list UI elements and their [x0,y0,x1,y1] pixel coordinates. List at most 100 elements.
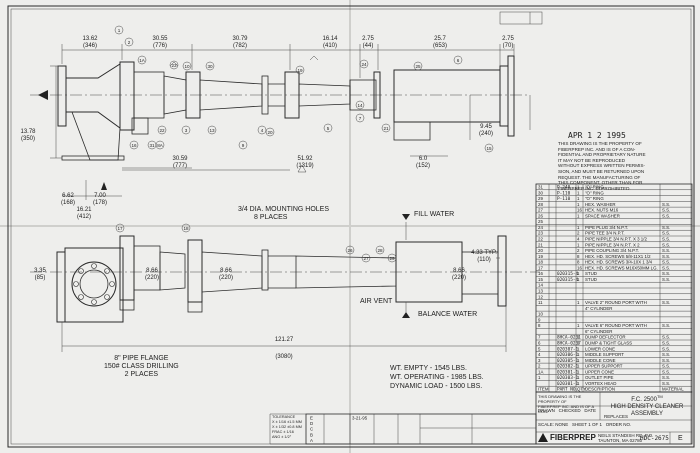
callout-balloon [355,100,365,110]
bom-row-0-col-3: 1 [577,184,580,189]
callout-balloon [453,55,463,65]
product-name: F.C. 2500 [631,397,657,403]
bom-row-5-col-4: SPACE WASHER [585,213,620,218]
bom-row-9-col-0: 22 [538,236,543,241]
callout-balloon [114,25,124,35]
bom-row-2-col-3: 1 [577,196,580,201]
callout-balloon [323,123,333,133]
callout-label-7: 7 [359,116,362,121]
bom-row-10-col-3: 1 [577,242,580,247]
bom-row-7-col-0: 24 [538,225,543,230]
title-block-frame [269,11,693,445]
bom-row-4-col-3: 16 [577,208,582,213]
dim-mid-2: 51.92 [297,156,313,162]
bom-row-33-col-2: 020303-1 [557,375,579,381]
drawing-number: HDC-2675 [640,435,669,442]
order-no-label: ORDER NO. [605,422,632,427]
callout-label-10: 10 [184,64,190,69]
bom-row-29-col-0: 4 [538,352,541,357]
dim-mid-3: (1319) [296,163,313,169]
dim-lower-6: 8.66 [453,268,465,274]
bom-row-34-col-2: 020301-1 [557,381,579,387]
bom-row-3-col-3: 1 [577,202,580,207]
dim-lower-5: (220) [219,275,233,281]
fiberprep-logo-icon [538,433,548,442]
dim-lower-4: 8.66 [220,268,232,274]
bom-row-11-col-5: S.S. [662,248,670,253]
dim-mid-5: (152) [416,163,430,169]
dim-top-12: 2.75 [502,36,514,42]
callout-label-16: 16 [131,143,137,148]
bom-row-0-col-2: P-240 [557,184,571,190]
callout-balloon [387,253,397,263]
bom-row-9-col-4: PIPE NIPPLE 3/4 N.P.T. X 3 1/2 [585,236,647,241]
dim-top-10: 25.7 [434,36,446,42]
bom-row-15-col-3: 1 [577,271,580,276]
air-vent-label: AIR VENT [360,298,393,305]
bom-row-3-col-5: S.S. [662,202,670,207]
bom-row-28-col-5: S.S. [662,346,670,351]
proprietary-line-0: THIS DRAWING IS THE PROPERTY OF [558,141,642,146]
title-prop-line-1: THIS DRAWING IS THE PROPERTY OF [538,394,582,404]
scale-label: SCALE: NONE [538,422,569,427]
bom-row-4-col-4: HEX. NUTS M16 [585,208,619,213]
weight-operating: WT. OPERATING - 1985 LBS. [390,374,484,381]
checked-label: CHECKED [558,408,581,413]
bom-row-11-col-3: 2 [577,248,580,253]
replaces-label: REPLACES [604,414,629,419]
bom-row-28-col-4: LOWER CONE [585,346,615,351]
bom-row-16-col-0: 15 [538,277,543,282]
callout-label-14: 14 [357,103,363,108]
callout-label-21: 21 [383,126,389,131]
dim-top-4: 30.79 [232,36,248,42]
bom-row-30-col-2: 020305-1 [557,358,579,364]
bom-header-col-0: ITEM [538,387,549,392]
company-logo: FIBERPREP [538,433,596,442]
bom-row-20-col-0: 11 [538,300,543,305]
dim-lower-9: (110) [477,257,491,263]
bom-row-29-col-3: 1 [577,352,580,357]
dim-left-3: (168) [61,200,75,206]
bom-row-24-col-5: S.S. [662,323,670,328]
bom-row-8-col-3: 2 [577,231,580,236]
revision-row-4-letter: A [310,438,313,443]
dim-left-6: 16.21 [76,207,92,213]
dim-lower-8: 4.33 TYP. [471,250,497,256]
callout-balloon [157,125,167,135]
bom-row-1-col-0: 30 [538,190,543,195]
drawing-title-2: ASSEMBLY [631,411,663,417]
callout-balloon [137,55,147,65]
callout-label-22: 22 [159,128,165,133]
callout-label-5: 5 [327,126,330,131]
callout-label-1A: 1A [139,58,146,63]
sheet-border [7,5,695,448]
bom-row-33-col-0: 1 [538,375,541,380]
bom-row-9-col-5: S.S. [662,236,670,241]
callout-label-25: 25 [415,64,421,69]
bom-row-26-col-0: 7 [538,335,541,340]
dim-left-2: 6.62 [62,193,74,199]
bom-row-31-col-4: UPPER SUPPORT [585,364,623,369]
proprietary-line-6: REQUEST. THE MANUFACTURING OF [558,174,641,180]
bom-row-20-col-5: S.S. [662,300,670,305]
bom-row-19-col-0: 12 [538,294,543,299]
bom-row-2-col-2: P-110 [557,196,571,202]
dim-mid-1: (777) [173,163,187,169]
bom-row-20-col-4: VALVE 2" ROUND PORT WITH [585,300,647,305]
bom-row-0-col-4: "O" RING [585,184,604,189]
drawing-title-1: HIGH DENSITY CLEANER [610,404,684,410]
bom-row-5-col-5: S.S. [662,213,670,218]
callout-balloon [205,61,215,71]
bom-row-27-col-4: DUMP & TIGHT GLASS [585,340,632,345]
bom-row-16-col-4: STUD [585,277,597,282]
dim-lower-0: 3.35 [34,268,46,274]
bom-row-34-col-4: VORTEX HEAD [585,381,616,386]
callout-label-19: 19 [297,68,303,73]
date-stamp: APR 1 2 1995 [568,131,626,140]
drawn-label: DRAWN [538,408,555,413]
bom-row-6-col-0: 25 [538,219,543,224]
proprietary-line-5: SION, AND MUST BE RETURNED UPON [558,168,645,174]
bom-row-12-col-5: S.S. [662,254,670,259]
